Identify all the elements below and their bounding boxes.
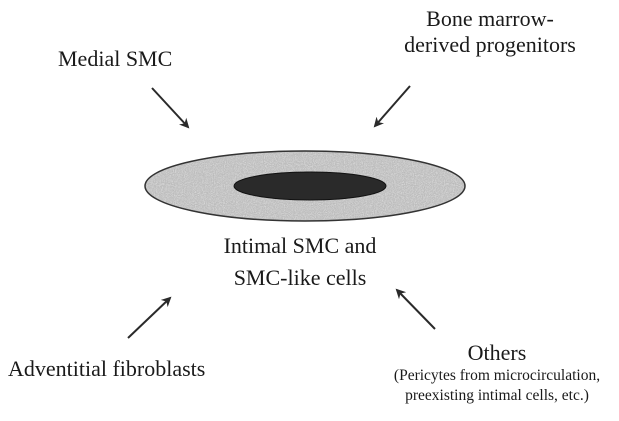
others-label: Others (Pericytes from microcirculation,…: [372, 340, 619, 405]
others-detail-line-2: preexisting intimal cells, etc.): [372, 386, 619, 405]
arrow-bone-marrow: [375, 86, 410, 126]
intimal-line-1: Intimal SMC and: [180, 230, 420, 262]
arrow-others: [397, 290, 435, 329]
others-detail-line-1: (Pericytes from microcirculation,: [372, 366, 619, 385]
bone-marrow-line-1: Bone marrow-: [380, 6, 600, 32]
bone-marrow-label: Bone marrow- derived progenitors: [380, 6, 600, 59]
adventitial-fibroblasts-label: Adventitial fibroblasts: [8, 356, 205, 382]
others-title: Others: [372, 340, 619, 366]
inner-lumen-ellipse: [234, 172, 386, 200]
arrow-adventitial: [128, 298, 170, 338]
intimal-line-2: SMC-like cells: [180, 262, 420, 294]
medial-smc-label: Medial SMC: [58, 46, 172, 72]
intimal-smc-label: Intimal SMC and SMC-like cells: [180, 230, 420, 294]
bone-marrow-line-2: derived progenitors: [380, 32, 600, 58]
arrow-medial-smc: [152, 88, 188, 127]
